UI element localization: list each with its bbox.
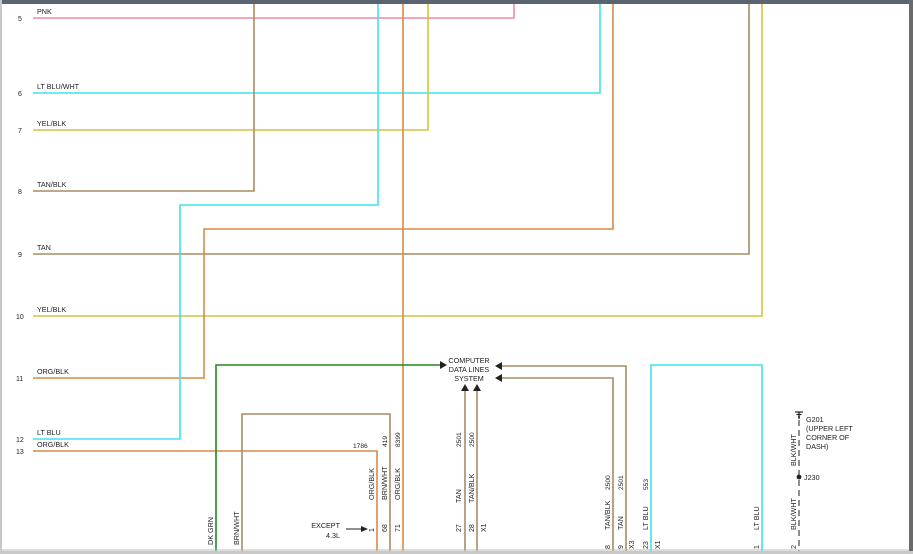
wire-tan-blk-2500b	[500, 365, 627, 551]
wire-lt-blu-553	[650, 364, 763, 551]
label-tan-blk: TAN/BLK	[467, 473, 476, 503]
circuit-2500-a: 2500	[469, 432, 476, 447]
arrow-up-2500	[473, 384, 481, 391]
wire-label-yel-blk-10: YEL/BLK	[37, 305, 66, 314]
pin-27: 27	[456, 524, 463, 532]
except-arrowhead	[361, 526, 368, 532]
wire-pnk	[33, 4, 515, 19]
label-org-blk-b: ORG/BLK	[393, 468, 402, 500]
ground-desc-3: DASH)	[806, 442, 828, 451]
circuit-419: 419	[382, 436, 389, 447]
pin-7: 7	[18, 128, 22, 135]
arrow-from-right-1	[495, 362, 502, 370]
circuit-2501-b: 2501	[618, 475, 625, 490]
wire-org-blk-11	[33, 4, 614, 379]
connector-x1-b: X1	[655, 540, 662, 549]
wire-label-org-blk-11: ORG/BLK	[37, 367, 69, 376]
wire-label-lt-blu: LT BLU	[37, 428, 61, 437]
arrow-up-2501	[461, 384, 469, 391]
pin-2: 2	[791, 545, 798, 549]
circuit-8399: 8399	[395, 432, 402, 447]
wire-label-tan: TAN	[37, 243, 51, 252]
wire-label-org-blk-13: ORG/BLK	[37, 440, 69, 449]
wire-label-lt-blu-wht: LT BLU/WHT	[37, 82, 80, 91]
label-tan: TAN	[454, 489, 463, 503]
ground-desc-2: CORNER OF	[806, 433, 850, 442]
label-tan-2: TAN	[616, 516, 625, 530]
wire-tan-2501b	[500, 377, 614, 551]
arrow-from-right-2	[495, 374, 502, 382]
window-top-edge	[0, 0, 913, 4]
wire-label-pnk: PNK	[37, 7, 52, 16]
pin-8-right: 8	[605, 545, 612, 549]
pin-11: 11	[16, 376, 23, 383]
data-lines-title-3: SYSTEM	[454, 374, 484, 383]
wire-lt-blu-wht	[33, 4, 601, 94]
pin-28: 28	[469, 524, 476, 532]
wire-dk-grn	[215, 364, 443, 551]
splice-id: J230	[804, 473, 820, 482]
wire-yel-blk-10	[33, 4, 763, 317]
pin-1-right: 1	[754, 545, 761, 549]
pin-23: 23	[643, 541, 650, 549]
label-lt-blu-a: LT BLU	[641, 506, 650, 530]
circuit-1786: 1786	[353, 443, 368, 450]
pin-9: 9	[18, 252, 22, 259]
label-org-blk-a: ORG/BLK	[367, 468, 376, 500]
wire-label-yel-blk-7: YEL/BLK	[37, 119, 66, 128]
connector-x3: X3	[629, 540, 636, 549]
pin-9-right: 9	[618, 545, 625, 549]
pin-1: 1	[369, 528, 376, 532]
scrollbar[interactable]	[909, 0, 913, 554]
wire-yel-blk-7	[33, 4, 429, 131]
wire-tan-9	[33, 4, 750, 255]
wire-lt-blu-12	[33, 4, 379, 440]
wire-org-blk-13	[33, 450, 378, 551]
except-label: EXCEPT	[311, 521, 340, 530]
except-engine: 4.3L	[326, 531, 340, 540]
pin-13: 13	[16, 449, 24, 456]
label-brn-wht: BRN/WHT	[232, 511, 241, 545]
pin-12: 12	[16, 437, 24, 444]
ground-id: G201	[806, 415, 824, 424]
label-dk-grn: DK GRN	[206, 517, 215, 545]
pin-5: 5	[18, 16, 22, 23]
pin-71: 71	[395, 524, 402, 532]
circuit-553: 553	[643, 479, 650, 490]
label-lt-blu-b: LT BLU	[752, 506, 761, 530]
wire-label-tan-blk: TAN/BLK	[37, 180, 67, 189]
label-brn-wht-b: BRN/WHT	[380, 466, 389, 500]
ground-icon	[795, 411, 803, 419]
label-blk-wht-a: BLK/WHT	[789, 433, 798, 466]
pin-68: 68	[382, 524, 389, 532]
wire-brn-wht	[241, 413, 391, 551]
window-bottom-edge	[0, 551, 913, 554]
window-left-edge	[0, 0, 2, 554]
label-tan-blk-2: TAN/BLK	[603, 500, 612, 530]
pin-10: 10	[16, 314, 24, 321]
pin-8: 8	[18, 189, 22, 196]
pin-6: 6	[18, 91, 22, 98]
wire-tan-blk-8	[33, 4, 255, 192]
circuit-2501-a: 2501	[456, 432, 463, 447]
splice-j230-dot	[796, 474, 802, 480]
label-blk-wht-b: BLK/WHT	[789, 497, 798, 530]
circuit-2500-b: 2500	[605, 475, 612, 490]
connector-x1-a: X1	[481, 523, 488, 532]
data-lines-title-1: COMPUTER	[448, 356, 489, 365]
ground-desc-1: (UPPER LEFT	[806, 424, 853, 433]
data-lines-title-2: DATA LINES	[449, 365, 490, 374]
arrow-dk-grn	[440, 361, 447, 369]
